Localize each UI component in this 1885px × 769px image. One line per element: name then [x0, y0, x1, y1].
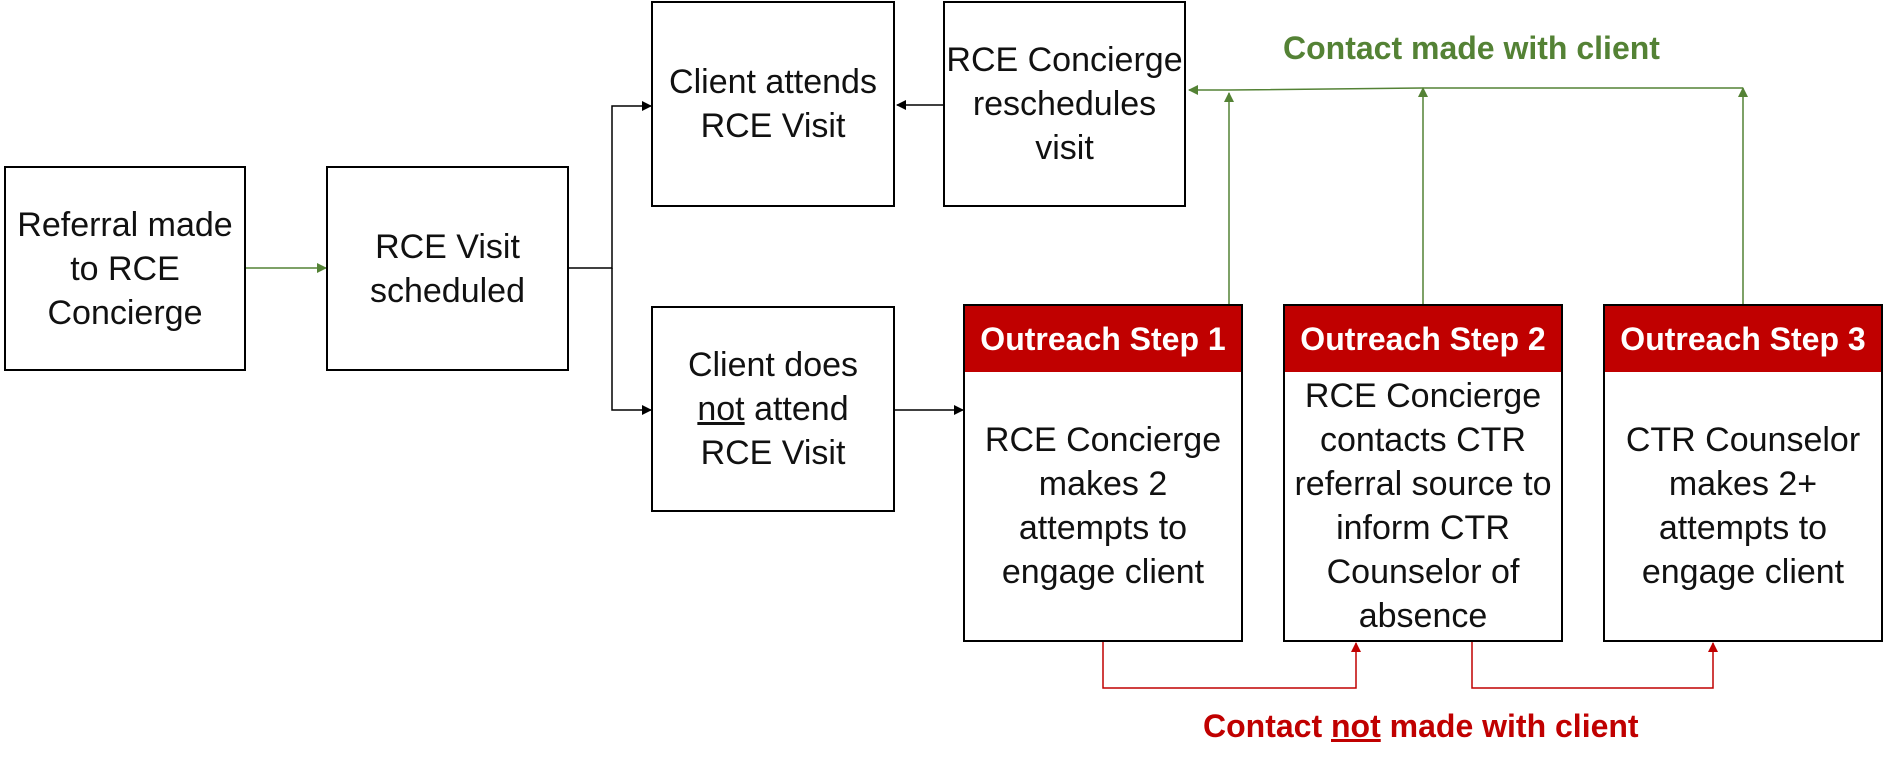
step1-line: engage client — [1001, 553, 1205, 591]
step2-line: absence — [1358, 597, 1488, 635]
box-referral: Referral made to RCE Concierge — [4, 166, 246, 371]
box-not-attend-line: RCE Visit — [700, 434, 846, 472]
box-reschedules-line: visit — [1035, 129, 1094, 167]
box-client-attends: Client attends RCE Visit — [651, 1, 895, 207]
step2-line: RCE Concierge — [1304, 377, 1542, 415]
box-attends-line: RCE Visit — [700, 107, 846, 145]
box-scheduled-line: scheduled — [369, 271, 525, 310]
outreach-step-2-header: Outreach Step 2 — [1285, 306, 1561, 372]
outreach-step-1: Outreach Step 1 RCE Concierge makes 2 at… — [963, 304, 1243, 642]
box-referral-line: Referral made — [17, 205, 233, 244]
box-concierge-reschedules: RCE Concierge reschedules visit — [943, 1, 1186, 207]
step1-line: RCE Concierge — [984, 421, 1222, 459]
arrow-scheduled-to-attends — [569, 101, 652, 269]
box-attends-line: Client attends — [669, 63, 877, 101]
step3-line: engage client — [1641, 553, 1845, 591]
outreach-step-2: Outreach Step 2 RCE Concierge contacts C… — [1283, 304, 1563, 642]
box-visit-scheduled: RCE Visit scheduled — [326, 166, 569, 371]
outreach-step-2-body: RCE Concierge contacts CTR referral sour… — [1285, 372, 1561, 640]
step2-line: contacts CTR — [1320, 421, 1526, 459]
underlined-not: not — [697, 390, 745, 428]
step1-line: makes 2 — [1038, 465, 1168, 503]
attend-text: attend — [744, 390, 849, 428]
outreach-step-1-body: RCE Concierge makes 2 attempts to engage… — [965, 372, 1241, 640]
label-contact-not-made: Contact not made with client — [1203, 708, 1639, 745]
step2-line: referral source — [1294, 465, 1514, 503]
step3-line: makes 2+ — [1668, 465, 1818, 503]
label-contact-made: Contact made with client — [1283, 30, 1660, 66]
label-contact-not-suffix: made with client — [1380, 708, 1639, 744]
step2-line: Counselor of — [1326, 553, 1520, 591]
red-line-step2-to-step3 — [1471, 642, 1718, 689]
step1-line: attempts to — [1018, 509, 1188, 547]
box-not-attend-line: Client does — [687, 346, 859, 384]
outreach-step-3-body: CTR Counselor makes 2+ attempts to engag… — [1605, 372, 1881, 640]
step3-line: attempts to — [1658, 509, 1828, 547]
box-reschedules-line: RCE Concierge — [946, 41, 1183, 79]
label-contact-not-prefix: Contact — [1203, 708, 1331, 744]
step2-line: to inform CTR — [1336, 465, 1552, 547]
box-client-not-attend: Client does not attend RCE Visit — [651, 306, 895, 512]
step3-line: CTR Counselor — [1625, 421, 1861, 459]
box-referral-line: to RCE — [70, 249, 180, 288]
green-line-top — [1188, 85, 1743, 95]
box-scheduled-line: RCE Visit — [375, 227, 520, 266]
label-contact-not-underlined: not — [1331, 708, 1381, 744]
box-not-attend-line: not attend — [688, 387, 858, 431]
outreach-step-1-header: Outreach Step 1 — [965, 306, 1241, 372]
box-reschedules-line: reschedules — [972, 85, 1157, 123]
outreach-step-3-header: Outreach Step 3 — [1605, 306, 1881, 372]
outreach-step-3: Outreach Step 3 CTR Counselor makes 2+ a… — [1603, 304, 1883, 642]
arrow-scheduled-to-not-attend — [611, 268, 652, 415]
box-referral-line: Concierge — [47, 293, 203, 332]
red-line-step1-to-step2 — [1102, 642, 1361, 689]
